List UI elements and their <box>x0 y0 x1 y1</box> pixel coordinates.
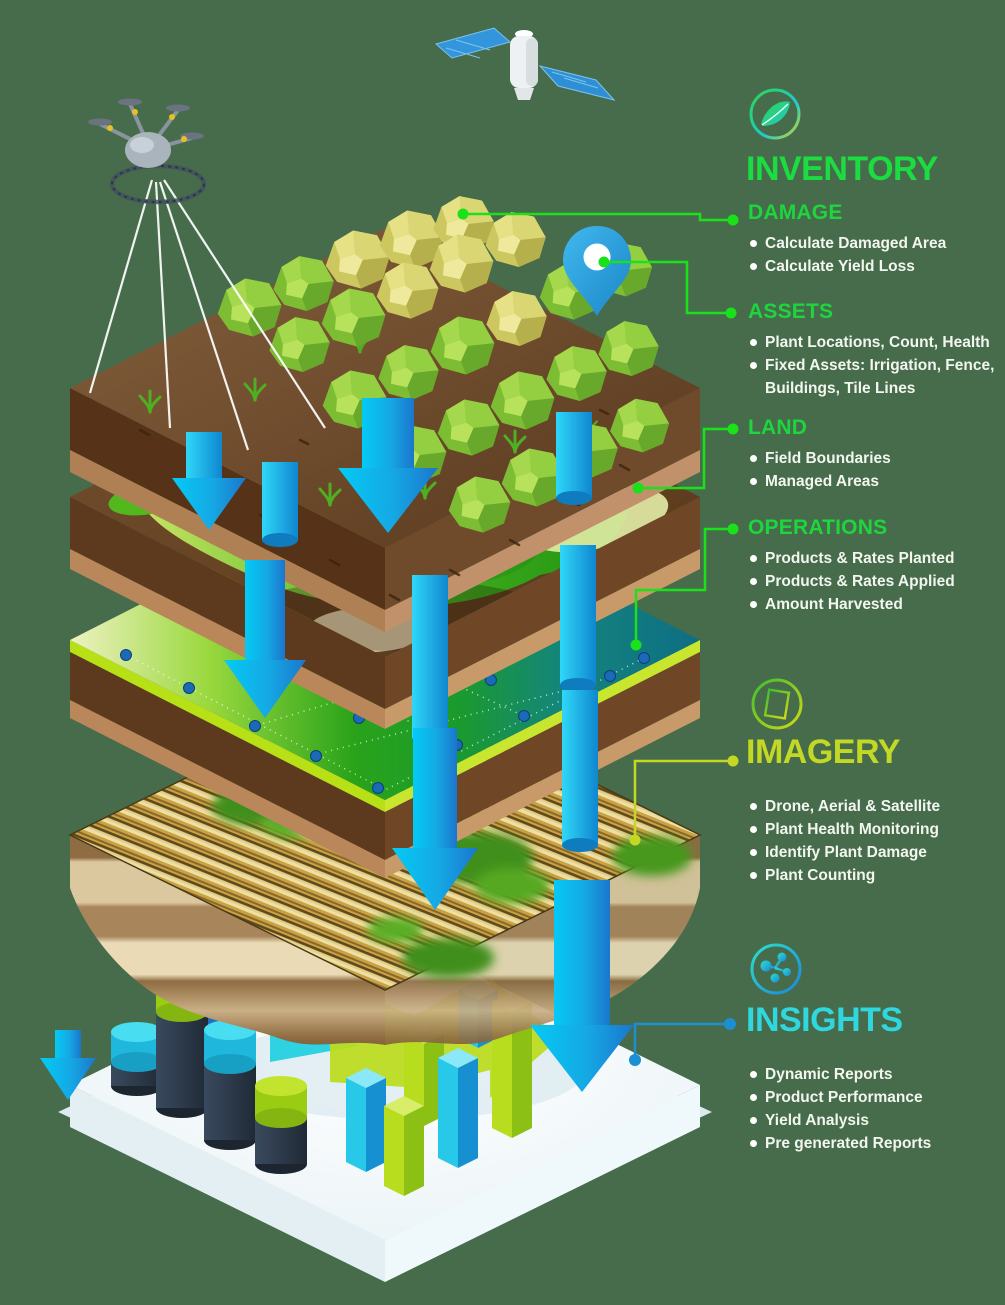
list-item: Identify Plant Damage <box>748 841 1005 864</box>
land-label: LAND <box>748 416 808 439</box>
drone-icon <box>88 98 326 451</box>
inventory-group-damage: DAMAGE Calculate Damaged Area Calculate … <box>748 202 1005 278</box>
insights-title: INSIGHTS <box>746 1001 903 1039</box>
network-icon <box>748 941 804 1002</box>
leaf-icon <box>747 86 803 147</box>
assets-label: ASSETS <box>748 300 834 323</box>
satellite-icon <box>434 27 616 101</box>
list-item: Drone, Aerial & Satellite <box>748 795 1005 818</box>
operations-label: OPERATIONS <box>748 516 888 539</box>
damage-items: Calculate Damaged Area Calculate Yield L… <box>748 232 1005 278</box>
list-item: Plant Counting <box>748 864 1005 887</box>
list-item: Fixed Assets: Irrigation, Fence, Buildin… <box>748 354 1005 400</box>
damage-label: DAMAGE <box>748 201 843 224</box>
connector-lines <box>457 208 739 1066</box>
inventory-title: INVENTORY <box>746 150 938 188</box>
insights-items: Dynamic Reports Product Performance Yiel… <box>748 1063 1005 1155</box>
list-item: Products & Rates Applied <box>748 570 1005 593</box>
inventory-group-assets: ASSETS Plant Locations, Count, Health Fi… <box>748 301 1005 400</box>
operations-items: Products & Rates Planted Products & Rate… <box>748 547 1005 616</box>
assets-items: Plant Locations, Count, Health Fixed Ass… <box>748 331 1005 400</box>
connector-damage <box>463 212 728 222</box>
list-item: Managed Areas <box>748 470 1005 493</box>
image-icon <box>749 676 805 737</box>
list-item: Amount Harvested <box>748 593 1005 616</box>
connector-assets <box>604 260 726 315</box>
list-item: Pre generated Reports <box>748 1132 1005 1155</box>
inventory-group-land: LAND Field Boundaries Managed Areas <box>748 417 1005 493</box>
list-item: Product Performance <box>748 1086 1005 1109</box>
list-item: Calculate Damaged Area <box>748 232 1005 255</box>
operation-data-points <box>120 614 650 794</box>
list-item: Products & Rates Planted <box>748 547 1005 570</box>
list-item: Plant Health Monitoring <box>748 818 1005 841</box>
list-item: Calculate Yield Loss <box>748 255 1005 278</box>
land-items: Field Boundaries Managed Areas <box>748 447 1005 493</box>
imagery-title: IMAGERY <box>746 733 900 771</box>
list-item: Yield Analysis <box>748 1109 1005 1132</box>
imagery-items: Drone, Aerial & Satellite Plant Health M… <box>748 795 1005 887</box>
list-item: Dynamic Reports <box>748 1063 1005 1086</box>
connector-land <box>638 427 728 490</box>
data-flow-arrows <box>40 398 634 1100</box>
inventory-group-operations: OPERATIONS Products & Rates Planted Prod… <box>748 517 1005 616</box>
list-item: Plant Locations, Count, Health <box>748 331 1005 354</box>
list-item: Field Boundaries <box>748 447 1005 470</box>
connector-imagery <box>633 759 728 840</box>
connector-insights <box>633 1022 725 1060</box>
connector-operations <box>634 527 728 645</box>
